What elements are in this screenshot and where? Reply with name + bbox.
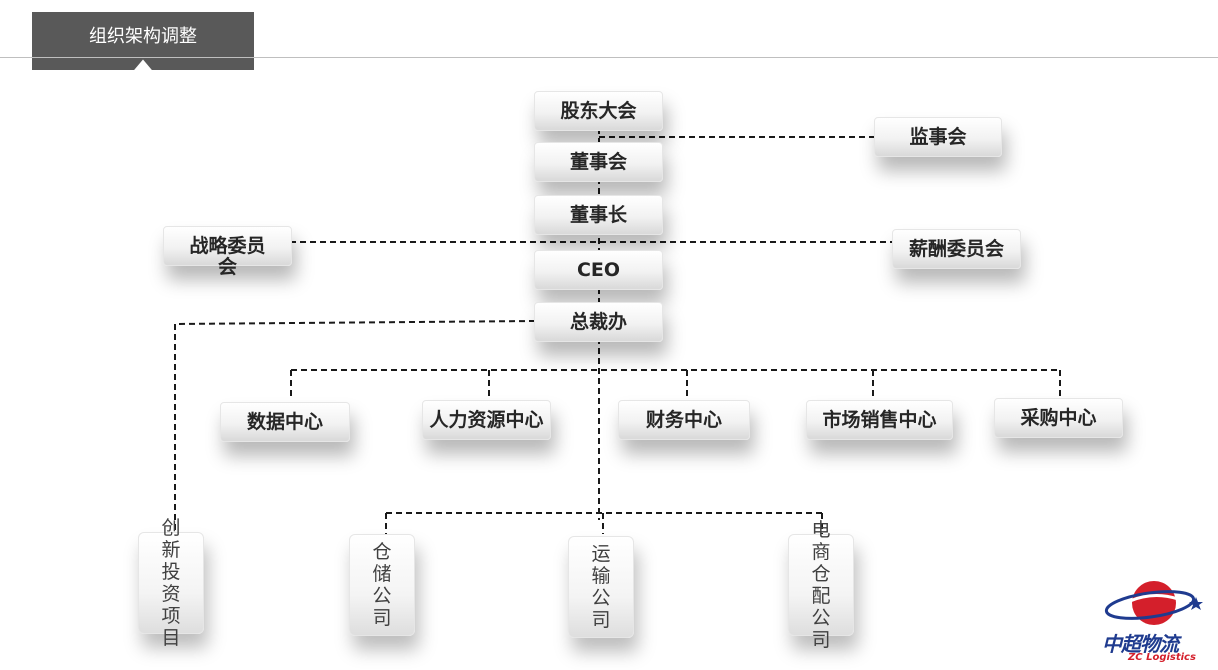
logo-subtitle: ZC Logistics <box>1128 652 1196 663</box>
node-company: 创新投资项目 <box>138 517 204 649</box>
node-company: 仓储公司 <box>349 534 415 636</box>
node-center-label: 财务中心 <box>645 408 722 431</box>
node-company-label: 创新投资项目 <box>161 517 181 649</box>
node-center-label: 市场销售中心 <box>822 408 937 431</box>
node-strategy-label: 战略委员会 <box>189 235 266 278</box>
node-center: 数据中心 <box>220 402 350 442</box>
logo-text: 中超物流 <box>1102 632 1179 656</box>
node-center: 财务中心 <box>618 400 750 440</box>
node-shareholders: 股东大会 <box>534 91 663 131</box>
node-president-office-label: 总裁办 <box>569 310 627 333</box>
node-company: 电商仓配公司 <box>788 519 854 651</box>
node-board: 董事会 <box>534 142 663 182</box>
node-supervisors: 监事会 <box>874 117 1002 157</box>
node-compensation: 薪酬委员会 <box>892 229 1021 269</box>
node-chairman-label: 董事长 <box>569 203 627 226</box>
node-strategy: 战略委员会 <box>163 226 292 278</box>
node-shareholders-label: 股东大会 <box>560 99 637 122</box>
line-to-innovation <box>174 320 536 325</box>
node-center: 人力资源中心 <box>422 400 551 440</box>
node-company-label: 运输公司 <box>591 543 611 631</box>
node-center-label: 采购中心 <box>1020 406 1097 429</box>
node-center-label: 人力资源中心 <box>429 408 544 431</box>
header-divider <box>0 57 1218 58</box>
node-center-label: 数据中心 <box>246 410 323 433</box>
node-company-label: 仓储公司 <box>372 541 392 629</box>
node-compensation-label: 薪酬委员会 <box>908 237 1004 260</box>
node-ceo-label: CEO <box>576 258 621 281</box>
node-center: 市场销售中心 <box>806 400 953 440</box>
node-ceo: CEO <box>534 250 663 290</box>
node-board-label: 董事会 <box>569 150 627 173</box>
page-title: 组织架构调整 <box>89 26 197 47</box>
node-supervisors-label: 监事会 <box>909 125 967 148</box>
node-company-label: 电商仓配公司 <box>811 519 831 651</box>
node-chairman: 董事长 <box>534 195 663 235</box>
company-logo-icon <box>1104 581 1203 625</box>
node-president-office: 总裁办 <box>534 302 663 342</box>
node-company: 运输公司 <box>568 536 634 638</box>
node-center: 采购中心 <box>994 398 1123 438</box>
